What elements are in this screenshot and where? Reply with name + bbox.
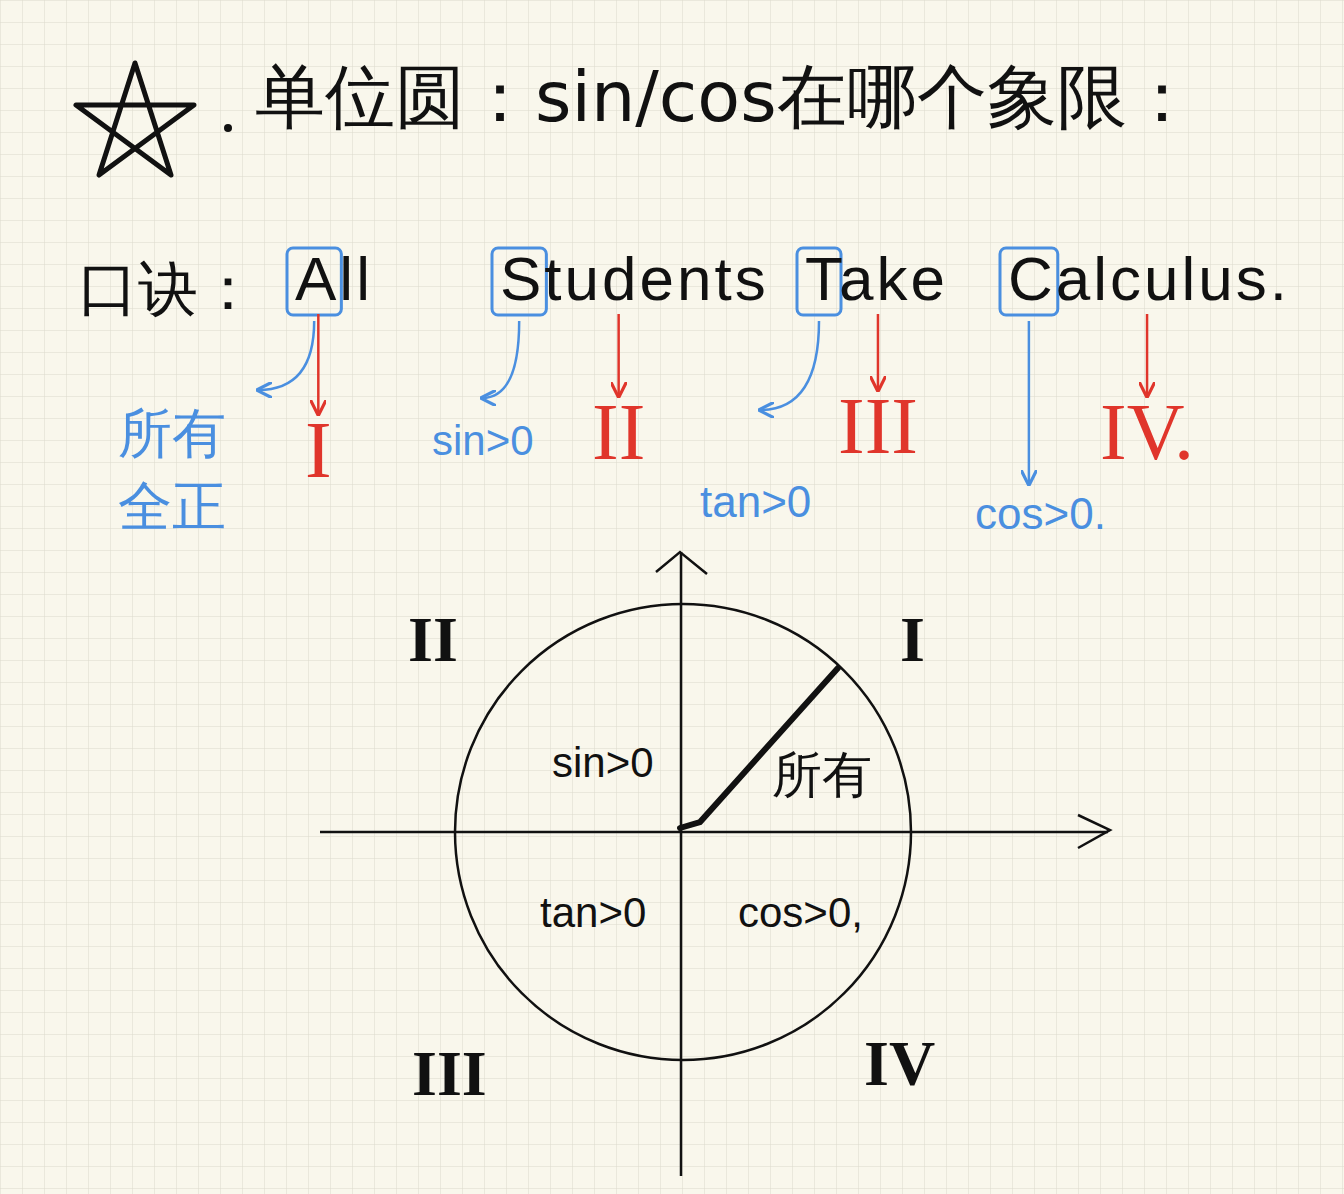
- quadrant-sign: sin>0: [552, 742, 654, 784]
- quadrant-number: IV.: [1100, 392, 1194, 472]
- mnemonic-word: Calculus.: [1008, 248, 1290, 310]
- quadrant-number: III: [838, 386, 918, 466]
- leader-arrow: [258, 321, 314, 390]
- sign-note: tan>0: [700, 480, 811, 524]
- leader-arrow: [877, 314, 880, 390]
- mnemonic-word: Students: [500, 248, 769, 310]
- quadrant-label: I: [900, 608, 925, 672]
- quadrant-label: II: [408, 608, 458, 672]
- radius-line: [680, 668, 838, 828]
- sign-note: 所有全正: [118, 398, 231, 544]
- leader-arrow: [760, 321, 819, 410]
- mnemonic-word: Take: [805, 248, 948, 310]
- leader-arrow: [617, 314, 620, 396]
- mnemonic-word: All: [295, 248, 373, 310]
- mnemonic-label: 口诀：: [78, 258, 258, 318]
- star-symbol: [76, 63, 194, 175]
- quadrant-label: IV: [864, 1032, 935, 1096]
- quadrant-sign: cos>0,: [738, 892, 863, 934]
- y-axis-arrowhead: [656, 552, 707, 574]
- quadrant-label: III: [412, 1042, 487, 1106]
- x-axis-arrowhead: [1078, 815, 1110, 848]
- leader-arrow: [482, 321, 519, 398]
- quadrant-number: I: [305, 410, 332, 490]
- leader-arrow: [1146, 314, 1149, 396]
- title: 单位圆：sin/cos在哪个象限：: [255, 62, 1197, 132]
- dot: [224, 124, 232, 132]
- sign-note: sin>0: [432, 420, 534, 462]
- leader-arrow: [1028, 321, 1031, 484]
- x-axis: [320, 831, 1108, 834]
- quadrant-sign: 所有: [772, 750, 872, 800]
- quadrant-sign: tan>0: [540, 892, 646, 934]
- sign-note: cos>0.: [975, 492, 1106, 536]
- quadrant-number: II: [592, 392, 645, 472]
- leader-arrow: [317, 314, 320, 414]
- y-axis: [680, 552, 683, 1176]
